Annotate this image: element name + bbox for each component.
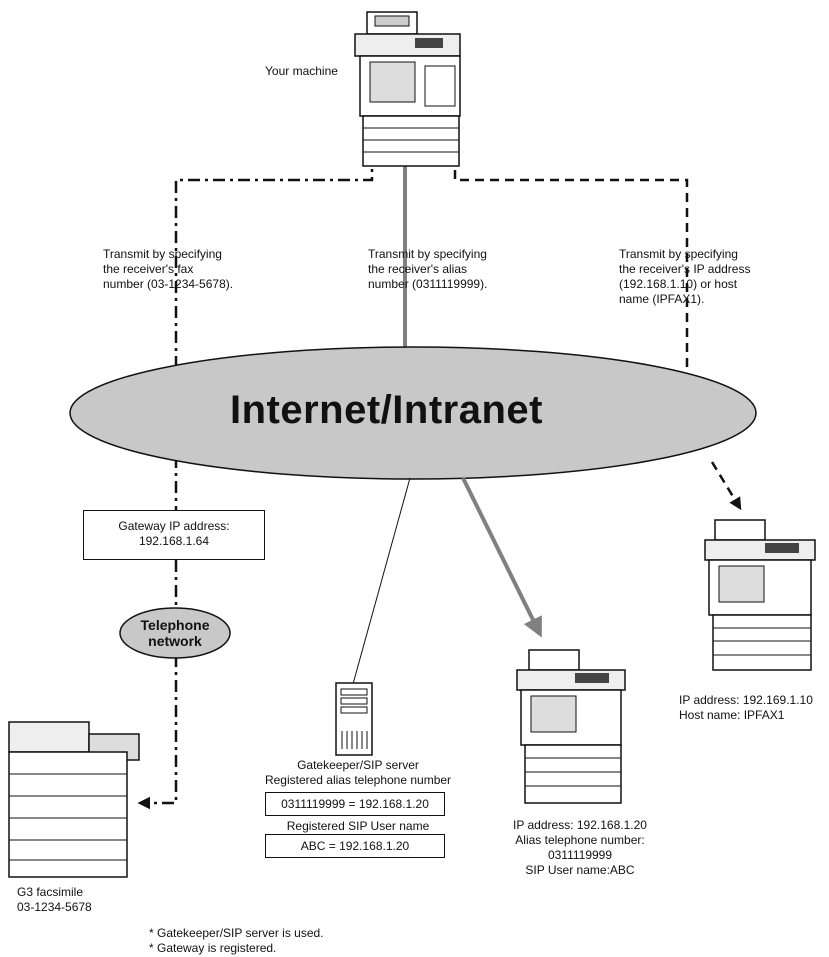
- sip-entry-box: ABC = 192.168.1.20: [265, 834, 445, 858]
- ip-route-label: Transmit by specifying the receiver's IP…: [619, 247, 751, 306]
- telephone-network-ellipse: [119, 607, 231, 659]
- g3-route-line: [137, 655, 178, 810]
- telephone-network-label: Telephone network: [140, 617, 210, 649]
- sip-user-label: Registered SIP User name: [286, 819, 430, 833]
- note-gatekeeper: * Gatekeeper/SIP server is used.: [149, 926, 324, 940]
- fax-route-label: Transmit by specifying the receiver's fa…: [103, 247, 234, 291]
- alias-route-label: Transmit by specifying the receiver's al…: [368, 247, 488, 291]
- alias-arrow: [461, 477, 542, 638]
- g3-facsimile-label: G3 facsimile 03-1234-5678: [17, 885, 92, 914]
- gatekeeper-line: [352, 477, 411, 685]
- your-machine-label: Your machine: [265, 64, 338, 78]
- ip-route-line: [453, 155, 689, 370]
- ip-receiver-device: [704, 519, 816, 671]
- gatekeeper-title: Gatekeeper/SIP server Registered alias t…: [264, 758, 452, 787]
- fax-route-line: [174, 152, 374, 510]
- note-gateway: * Gateway is registered.: [149, 941, 277, 955]
- g3-facsimile-device: [8, 721, 140, 878]
- ip-arrow: [710, 461, 742, 511]
- server-tower-icon: [335, 682, 373, 756]
- ip-receiver-label: IP address: 192.169.1.10 Host name: IPFA…: [679, 693, 813, 722]
- your-machine-device: [354, 11, 461, 167]
- alias-entry-box: 0311119999 = 192.168.1.20: [265, 792, 445, 816]
- alias-receiver-device: [516, 649, 626, 804]
- alias-receiver-label: IP address: 192.168.1.20 Alias telephone…: [513, 818, 647, 877]
- internet-ellipse: [69, 346, 757, 480]
- internet-label: Internet/Intranet: [230, 388, 543, 432]
- gateway-box: Gateway IP address: 192.168.1.64: [83, 510, 265, 560]
